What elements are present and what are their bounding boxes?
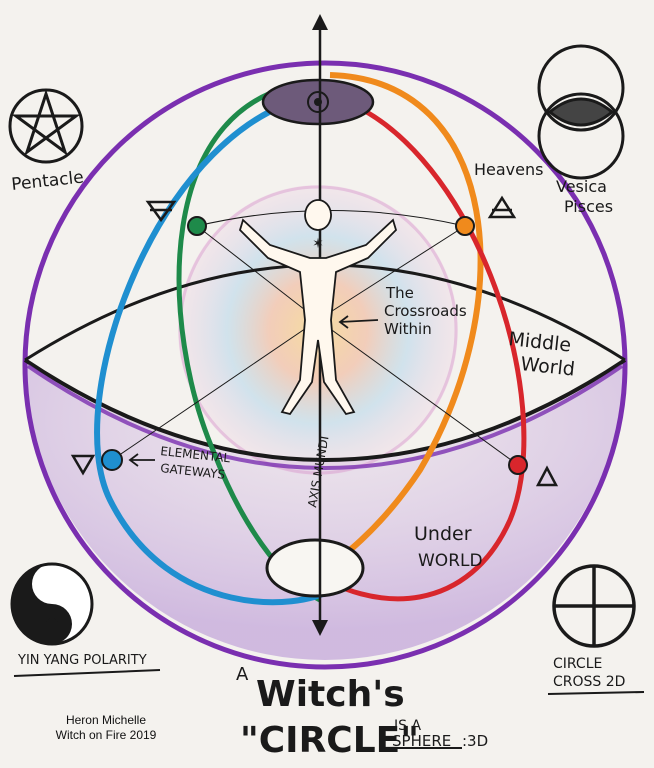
crossroads-label-line3: Within bbox=[384, 320, 432, 338]
yin-yang-underline bbox=[13, 669, 161, 677]
horizon-front-purple bbox=[26, 364, 624, 470]
air-triangle-icon bbox=[145, 200, 177, 223]
vesica-label-line2: Pisces bbox=[564, 197, 613, 216]
heart-star-icon: ✶ bbox=[312, 236, 324, 252]
water-triangle-icon bbox=[70, 454, 96, 476]
circle-cross-label-line1: CIRCLE bbox=[553, 656, 602, 672]
title-witchs: Witch's bbox=[256, 674, 405, 715]
gateways-pointer bbox=[128, 453, 155, 467]
human-figure bbox=[238, 199, 398, 416]
underworld-label-line1: Under bbox=[414, 523, 472, 545]
horizon-front bbox=[23, 358, 627, 462]
title-article: A bbox=[236, 664, 249, 685]
circle-cross-label-line2: CROSS 2D bbox=[553, 674, 625, 690]
sphere-outline bbox=[22, 60, 628, 670]
orange-meridian bbox=[308, 72, 484, 583]
yin-yang-label: YIN YANG POLARITY bbox=[17, 653, 147, 668]
credit-author: Heron Michelle bbox=[65, 713, 147, 727]
title-is-a: IS A bbox=[394, 718, 421, 734]
water-gateway-node bbox=[101, 449, 123, 471]
middle-world-label-line2: World bbox=[519, 353, 575, 381]
top-pole-spiral bbox=[307, 91, 329, 113]
pentacle-label: Pentacle bbox=[10, 168, 84, 195]
vesica-pisces-icon bbox=[537, 44, 625, 180]
fire-gateway-node bbox=[455, 216, 475, 236]
credit-block: Heron Michelle Witch on Fire 2019 bbox=[26, 713, 186, 743]
earth-gateway-node bbox=[508, 455, 528, 475]
middle-world-label-line1: Middle bbox=[507, 328, 572, 356]
crossroads-label-line2: Crossroads bbox=[384, 302, 467, 320]
pentacle-icon bbox=[8, 88, 84, 164]
vesica-label-line1: Vesica bbox=[556, 177, 607, 196]
crossroads-label-line1: The bbox=[385, 284, 414, 302]
bottom-pole-disc bbox=[265, 538, 365, 598]
yin-yang-icon bbox=[10, 562, 94, 646]
heavens-label: Heavens bbox=[474, 160, 543, 179]
circle-cross-icon bbox=[552, 564, 636, 648]
crossroads-pointer bbox=[338, 315, 379, 329]
radial-line-sw bbox=[111, 319, 319, 461]
radial-line-nw bbox=[196, 225, 319, 321]
underworld-label-line2: WORLD bbox=[418, 551, 483, 571]
circle-cross-underline bbox=[547, 691, 645, 695]
radial-line-se bbox=[317, 319, 519, 466]
radial-line-ne bbox=[317, 225, 466, 321]
gateways-label-line2: GATEWAYS bbox=[160, 461, 226, 482]
title-3d: :3D bbox=[462, 732, 488, 750]
blue-meridian bbox=[94, 92, 332, 606]
green-meridian bbox=[176, 79, 322, 603]
title-sphere: SPHERE bbox=[392, 732, 451, 750]
title-circle: "CIRCLE" bbox=[240, 720, 419, 761]
earth-triangle-icon bbox=[535, 465, 559, 487]
fire-triangle-icon bbox=[487, 195, 517, 219]
air-gateway-node bbox=[187, 216, 207, 236]
axis-arrow-top bbox=[312, 14, 328, 30]
axis-arrow-bottom bbox=[312, 620, 328, 636]
credit-source: Witch on Fire 2019 bbox=[55, 728, 157, 742]
red-meridian bbox=[298, 92, 527, 602]
